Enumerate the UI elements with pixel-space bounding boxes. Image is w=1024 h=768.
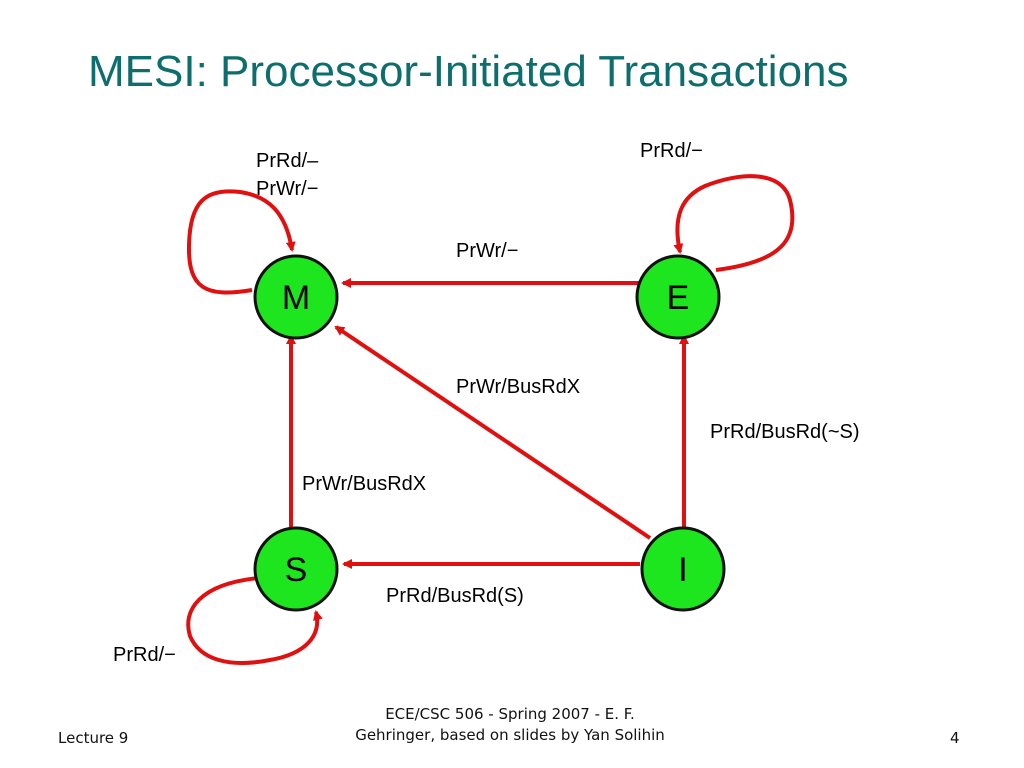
footer-course-line1: ECE/CSC 506 - Spring 2007 - E. F.: [385, 705, 635, 723]
label-e-to-m: PrWr/−: [456, 240, 518, 262]
state-m: M: [253, 254, 339, 340]
state-i-label: I: [678, 551, 687, 589]
state-m-label: M: [282, 279, 310, 317]
footer-course-line2: Gehringer, based on slides by Yan Solihi…: [355, 726, 665, 744]
footer-lecture: Lecture 9: [58, 729, 129, 747]
state-e: E: [635, 254, 721, 340]
label-m-self-line2: PrWr/−: [256, 178, 318, 200]
state-s-label: S: [285, 551, 308, 589]
label-i-to-m: PrWr/BusRdX: [456, 376, 580, 398]
state-e-label: E: [667, 279, 690, 317]
self-loop-m: [186, 189, 296, 295]
label-e-self: PrRd/−: [640, 140, 703, 162]
edge-i-to-m: [334, 325, 652, 540]
label-s-self: PrRd/−: [113, 644, 176, 666]
footer-page-number: 4: [950, 729, 960, 747]
label-m-self-line1: PrRd/–: [256, 150, 319, 172]
label-i-to-e: PrRd/BusRd(~S): [710, 421, 860, 443]
slide-title: MESI: Processor-Initiated Transactions: [88, 47, 849, 96]
state-s: S: [253, 526, 339, 612]
self-loop-s: [186, 576, 323, 665]
label-i-to-s: PrRd/BusRd(S): [386, 585, 524, 607]
state-i: I: [640, 526, 726, 612]
label-s-to-m: PrWr/BusRdX: [302, 473, 426, 495]
self-loop-e: [673, 174, 795, 272]
footer-course: ECE/CSC 506 - Spring 2007 - E. F. Gehrin…: [300, 704, 720, 746]
